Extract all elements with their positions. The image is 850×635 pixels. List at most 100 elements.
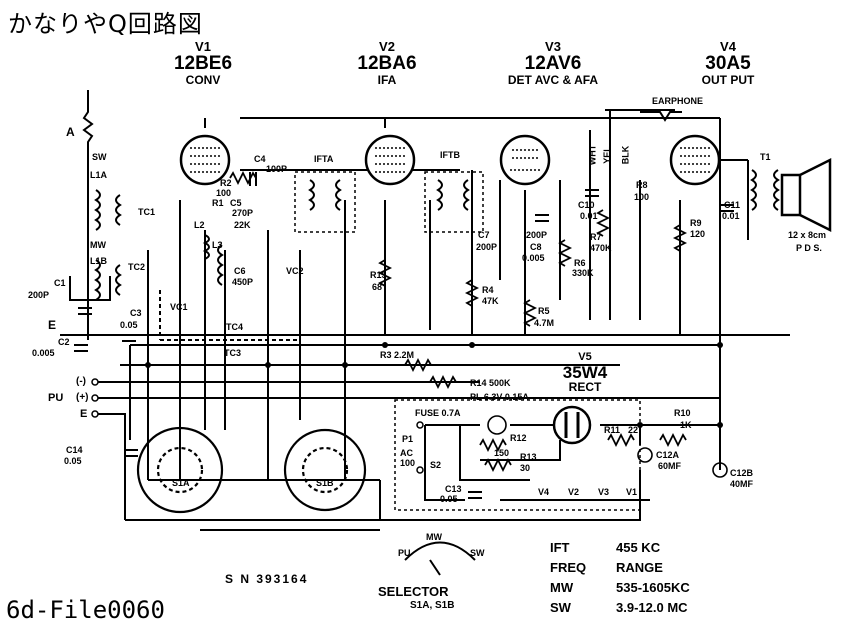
spec-name: SW [550, 600, 571, 615]
c1-label: C1 [54, 278, 66, 288]
c6-label: C6 [234, 266, 246, 276]
junction-dot [265, 362, 271, 368]
e-line [95, 413, 126, 520]
s1b-rotor [301, 446, 349, 494]
v4-envelope [669, 134, 721, 186]
c10-label: C10 [578, 200, 595, 210]
tc2-label: TC2 [128, 262, 146, 272]
earphone-jack [640, 111, 682, 122]
speaker-size: 12 x 8cm [788, 230, 827, 240]
c13-wire [424, 425, 465, 501]
tube-type: 12BA6 [357, 52, 417, 74]
s2-label: S2 [430, 460, 442, 470]
terminal-ac2 [416, 466, 424, 474]
speaker [780, 157, 832, 233]
r2-value: 100 [216, 188, 232, 198]
r5-value: 4.7M [534, 318, 555, 328]
iftb-secondary [463, 179, 470, 211]
r10-value: 1K [680, 420, 692, 430]
r5-resistor [522, 299, 538, 327]
selector-dial [404, 541, 476, 576]
ifta-can [294, 171, 356, 233]
t1-primary [750, 169, 757, 211]
c7-label: C7 [478, 230, 490, 240]
s1a-switch [136, 426, 224, 514]
speaker-cone [799, 157, 832, 233]
ifta-label: IFTA [314, 154, 334, 164]
pilot-lamp [487, 415, 507, 435]
c9-value: 200P [526, 230, 548, 240]
c4-label: C4 [254, 154, 266, 164]
c8-label: C8 [530, 242, 542, 252]
r10-label: R10 [674, 408, 691, 418]
s1b-label: S1B [316, 478, 334, 488]
tube-label-v5: V5 35W4 RECT [555, 351, 615, 394]
terminal-plus [91, 394, 99, 402]
l1a-label: L1A [90, 170, 108, 180]
blk-label: BLK [620, 145, 631, 165]
tube-label-v2: V2 12BA6 IFA [352, 40, 422, 86]
v3-grids [510, 149, 540, 171]
r12-wire [459, 425, 530, 481]
r15-resistor [377, 259, 393, 287]
fuse-label: FUSE 0.7A [415, 408, 461, 418]
junction-dot [382, 342, 388, 348]
l2-coil [202, 234, 210, 260]
c12a-cap [637, 447, 653, 463]
tube-type: 35W4 [562, 362, 608, 382]
c12b-cap [712, 462, 728, 478]
c3-value: 0.05 [120, 320, 138, 330]
r12-label: R12 [510, 433, 527, 443]
selector-pu-position: PU [398, 548, 411, 558]
c12b-value: 40MF [730, 479, 754, 489]
tc4-label: TC4 [226, 322, 244, 332]
antenna-label: A [66, 125, 75, 139]
spec-value: RANGE [616, 560, 663, 575]
ac-label: AC [400, 448, 413, 458]
tube-function: CONV [185, 72, 221, 87]
antenna-wire [82, 90, 94, 180]
c12a-value: 60MF [658, 461, 682, 471]
vc1-label: VC1 [170, 302, 188, 312]
r2-resistor [229, 170, 257, 186]
yel-label: YEL [601, 146, 612, 164]
c7-cap [535, 214, 549, 222]
r6-resistor [557, 239, 573, 267]
selector-label: SELECTOR [378, 584, 449, 599]
v5-internals [564, 412, 580, 438]
r1-value: 22K [234, 220, 251, 230]
plus-terminal-label: (+) [76, 392, 89, 403]
spec-value: 3.9-12.0 MC [616, 600, 688, 615]
r4-label: R4 [482, 285, 494, 295]
l1b-coil [94, 259, 101, 301]
c14-value: 0.05 [64, 456, 82, 466]
r13-wire [480, 440, 561, 461]
heater-v1: V1 [626, 487, 638, 497]
c13-cap [468, 491, 482, 499]
r9-value: 120 [690, 229, 706, 239]
heater-v4: V4 [538, 487, 550, 497]
heater-v2: V2 [568, 487, 580, 497]
mw-label: MW [90, 240, 106, 250]
junction-dot [342, 362, 348, 368]
r13-resistor [484, 457, 512, 473]
r4-value: 47K [482, 296, 499, 306]
r15-value: 68 [372, 282, 383, 292]
v1-envelope [179, 134, 231, 186]
r7-resistor [595, 209, 611, 237]
c4-value: 100P [266, 164, 288, 174]
file-label: 6d-File0060 [6, 596, 165, 624]
s1a-rotor [156, 446, 204, 494]
r1-label: R1 [212, 198, 224, 208]
power-box [394, 399, 641, 511]
e-terminal-label: E [48, 318, 57, 332]
l3-coil [217, 244, 224, 286]
tc1-label: TC1 [138, 207, 156, 217]
ifta-secondary [335, 179, 342, 211]
c11-label: C11 [724, 200, 741, 210]
band-switches [136, 426, 367, 514]
tube-id: V4 [720, 39, 736, 54]
v2-envelope [364, 134, 416, 186]
r12-resistor [479, 437, 507, 453]
